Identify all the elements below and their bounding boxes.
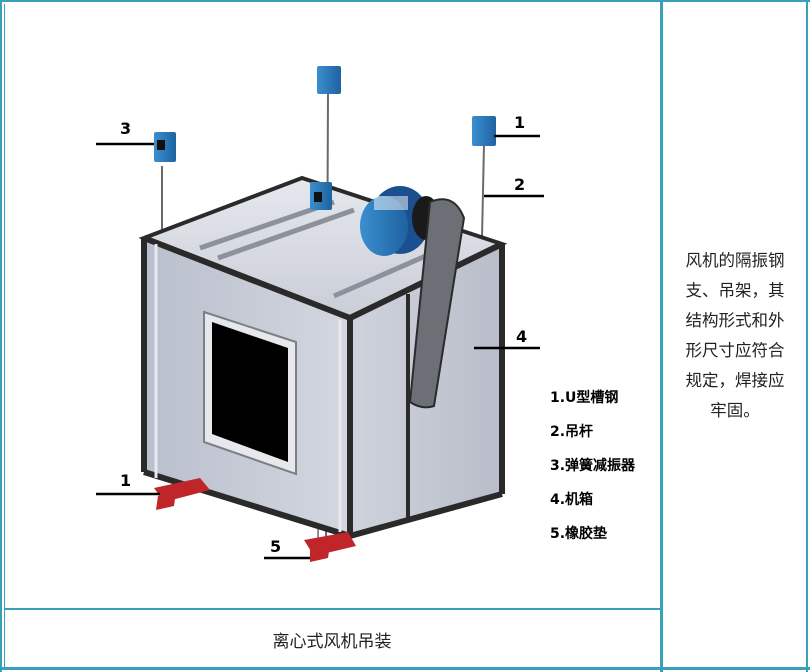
- legend-item-3: 3.弹簧减振器: [550, 457, 636, 474]
- table-divider-horizontal: [4, 608, 660, 610]
- callout-leaders: [96, 134, 544, 560]
- table-border-left: [0, 0, 2, 672]
- u-channel-base: [154, 478, 356, 562]
- rod-right: [481, 143, 485, 239]
- callout-3: 3: [120, 119, 131, 138]
- table-border-bottom: [0, 667, 810, 670]
- note-line: 风机的隔振钢: [685, 251, 785, 270]
- fan-hanging-diagram: 3 1 2 4 1 5 1.U型槽钢 2.吊杆 3.弹簧减振器 4.机箱 5.橡…: [96, 66, 636, 562]
- table-divider-vertical: [660, 0, 663, 672]
- note-line: 支、吊架，其: [685, 281, 785, 300]
- note-line: 结构形式和外: [685, 311, 785, 330]
- table-border-left-inner: [4, 4, 5, 668]
- spring-isolators: [154, 66, 496, 210]
- note-line: 形尺寸应符合: [685, 341, 785, 360]
- callout-2: 2: [514, 175, 525, 194]
- table-border-top: [0, 0, 810, 2]
- isolator-right: [472, 116, 496, 146]
- table-border-right: [806, 0, 808, 672]
- isolator-center-top: [317, 66, 341, 94]
- callout-4: 4: [516, 327, 527, 346]
- access-window-pane: [212, 322, 288, 462]
- figure-caption: 离心式风机吊装: [272, 631, 392, 652]
- callout-1-top: 1: [514, 113, 525, 132]
- legend-item-1: 1.U型槽钢: [550, 389, 618, 406]
- belt-guard: [408, 198, 466, 409]
- legend-item-5: 5.橡胶垫: [550, 525, 607, 542]
- note-line: 规定，焊接应: [685, 371, 785, 390]
- legend-item-4: 4.机箱: [550, 491, 593, 508]
- callout-5: 5: [270, 537, 281, 556]
- requirement-note: 风机的隔振钢 支、吊架，其 结构形式和外 形尺寸应符合 规定，焊接应 牢固。: [664, 246, 806, 426]
- callout-1-bottom: 1: [120, 471, 131, 490]
- fan-motor: [360, 186, 440, 256]
- parts-legend: 1.U型槽钢 2.吊杆 3.弹簧减振器 4.机箱 5.橡胶垫: [550, 389, 636, 542]
- note-line: 牢固。: [710, 401, 760, 420]
- legend-item-2: 2.吊杆: [550, 423, 593, 440]
